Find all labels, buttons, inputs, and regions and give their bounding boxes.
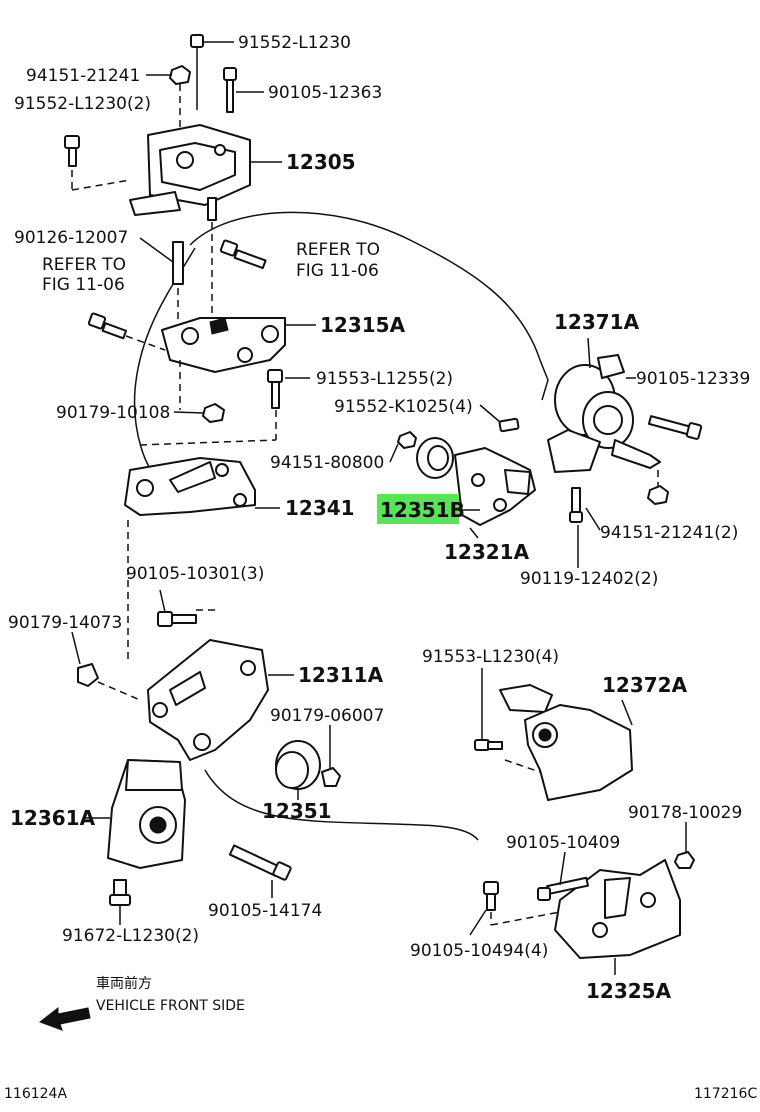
- label-90119-12402-2[interactable]: 90119-12402(2): [520, 569, 658, 589]
- part-12351B-cushion[interactable]: [416, 437, 454, 479]
- bolt-90105-12339[interactable]: [647, 415, 703, 440]
- engine-outline: [189, 211, 549, 401]
- bolt-91552-L1230[interactable]: [190, 34, 204, 110]
- label-refer-left-b: FIG 11-06: [42, 275, 125, 295]
- engine-outline-bottom: [204, 769, 479, 841]
- dash-c: [139, 439, 277, 446]
- label-91553-L1255-2[interactable]: 91553-L1255(2): [316, 369, 453, 389]
- label-12351B[interactable]: 12351B: [380, 498, 465, 522]
- part-12371A[interactable]: [547, 354, 661, 473]
- bolt-refer-top[interactable]: [219, 239, 267, 270]
- stud-90126-12007[interactable]: [172, 241, 184, 330]
- part-12372A[interactable]: [499, 684, 633, 801]
- front-arrow-icon: [38, 1006, 91, 1031]
- label-refer-top-b: FIG 11-06: [296, 261, 379, 281]
- label-94151-21241[interactable]: 94151-21241: [26, 66, 140, 86]
- label-94151-21241-2[interactable]: 94151-21241(2): [600, 523, 738, 543]
- label-91552-K1025-4[interactable]: 91552-K1025(4): [334, 397, 473, 417]
- bolt-90105-14174[interactable]: [228, 844, 292, 881]
- label-12372A[interactable]: 12372A: [602, 673, 688, 697]
- nut-90179-14073[interactable]: [77, 663, 141, 701]
- stud-under-12305: [207, 197, 217, 320]
- label-12351[interactable]: 12351: [262, 799, 332, 823]
- label-refer-top-a: REFER TO: [296, 240, 380, 260]
- part-12325A[interactable]: [554, 859, 681, 959]
- label-90105-10301-3[interactable]: 90105-10301(3): [126, 564, 264, 584]
- label-front-jp: 車両前方: [96, 975, 152, 992]
- bolt-91552-L1230-2[interactable]: [64, 135, 131, 191]
- leader-lines: [71, 41, 687, 975]
- label-12321A[interactable]: 12321A: [444, 540, 530, 564]
- bolt-90105-10494[interactable]: [483, 881, 561, 926]
- label-90105-14174[interactable]: 90105-14174: [208, 901, 322, 921]
- label-12311A[interactable]: 12311A: [298, 663, 384, 687]
- nut-94151-21241[interactable]: [169, 65, 191, 130]
- label-12361A[interactable]: 12361A: [10, 806, 96, 830]
- part-12315A[interactable]: [161, 317, 286, 373]
- part-12341[interactable]: [124, 457, 256, 516]
- bolt-90179-06007[interactable]: [321, 767, 341, 787]
- nut-94151-80800[interactable]: [397, 431, 417, 449]
- highlight-12351B: [377, 494, 459, 524]
- label-90105-12339[interactable]: 90105-12339: [636, 369, 750, 389]
- code-right: 117216C: [694, 1086, 757, 1102]
- label-91672-L1230-2[interactable]: 91672-L1230(2): [62, 926, 199, 946]
- bolt-91552-K1025[interactable]: [498, 417, 520, 433]
- label-91553-L1230-4[interactable]: 91553-L1230(4): [422, 647, 559, 667]
- label-12371A[interactable]: 12371A: [554, 310, 640, 334]
- label-90179-14073[interactable]: 90179-14073: [8, 613, 122, 633]
- nut-94151-21241-2[interactable]: [647, 470, 669, 505]
- label-91552-L1230[interactable]: 91552-L1230: [238, 33, 351, 53]
- label-12315A[interactable]: 12315A: [320, 313, 406, 337]
- label-12305[interactable]: 12305: [286, 150, 356, 174]
- part-12305[interactable]: [129, 124, 251, 216]
- part-12351[interactable]: [275, 740, 321, 790]
- vehicle-front-indicator: 車両前方 VEHICLE FRONT SIDE: [38, 975, 245, 1031]
- labels: 91552-L1230 94151-21241 90105-12363 9155…: [8, 33, 750, 1003]
- label-refer-left-a: REFER TO: [42, 255, 126, 275]
- bolt-91553-L1255[interactable]: [267, 369, 283, 409]
- bolt-90105-10409[interactable]: [537, 876, 589, 901]
- label-front-en: VEHICLE FRONT SIDE: [96, 998, 245, 1014]
- bolt-91672-L1230[interactable]: [109, 879, 131, 906]
- bolt-refer-left[interactable]: [87, 312, 166, 351]
- nut-90178-10029[interactable]: [674, 851, 695, 869]
- nut-90179-10108[interactable]: [202, 403, 225, 423]
- label-90126-12007[interactable]: 90126-12007: [14, 228, 128, 248]
- code-left: 116124A: [4, 1086, 67, 1102]
- label-90105-10494-4[interactable]: 90105-10494(4): [410, 941, 548, 961]
- label-90179-10108[interactable]: 90179-10108: [56, 403, 170, 423]
- label-94151-80800[interactable]: 94151-80800: [270, 453, 384, 473]
- label-12341[interactable]: 12341: [285, 496, 355, 520]
- label-12325A[interactable]: 12325A: [586, 979, 672, 1003]
- label-91552-L1230-2[interactable]: 91552-L1230(2): [14, 94, 151, 114]
- part-12321A[interactable]: [454, 447, 536, 526]
- label-90105-12363[interactable]: 90105-12363: [268, 83, 382, 103]
- part-12361A[interactable]: [107, 759, 186, 869]
- label-90178-10029[interactable]: 90178-10029: [628, 803, 742, 823]
- bolt-90119-12402[interactable]: [569, 487, 583, 523]
- label-90105-10409[interactable]: 90105-10409: [506, 833, 620, 853]
- label-90179-06007[interactable]: 90179-06007: [270, 706, 384, 726]
- bolt-90105-10301[interactable]: [157, 609, 215, 627]
- bolt-90105-12363[interactable]: [223, 67, 237, 113]
- part-12311A[interactable]: [147, 639, 269, 761]
